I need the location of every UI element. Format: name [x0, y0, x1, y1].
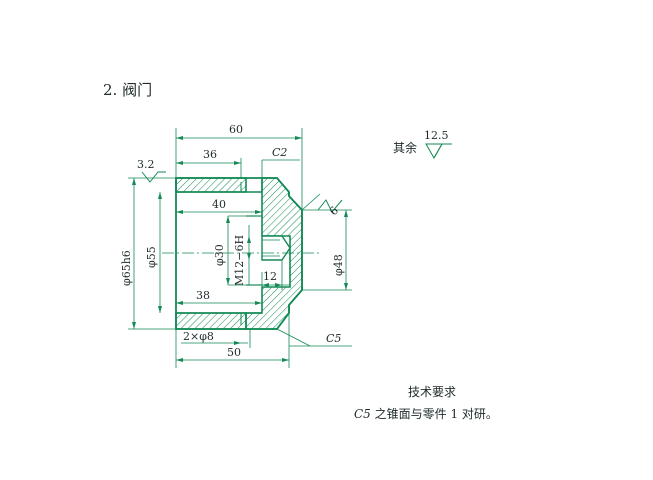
roughness-cone-value: 6 — [327, 204, 341, 218]
requirements-text-body: 之锥面与零件 1 对研。 — [371, 407, 498, 421]
dim-length-40: 40 — [212, 198, 226, 211]
dim-chamfer-c5: C5 — [326, 332, 341, 345]
outer-outline — [175, 177, 303, 330]
dim-bore-dia: φ55 — [145, 246, 158, 268]
hatch-bottom-wall — [175, 312, 247, 330]
requirements-text-italic: C5 — [354, 407, 371, 421]
roughness-other-label: 其余 — [393, 140, 417, 155]
roughness-bore-symbol — [141, 171, 166, 183]
valve-section — [162, 177, 320, 330]
requirements-title: 技术要求 — [408, 385, 456, 399]
dim-cone-dia: φ48 — [332, 254, 345, 276]
requirements-text: C5 之锥面与零件 1 对研。 — [354, 407, 498, 421]
dim-length-38: 38 — [196, 289, 210, 302]
dim-holes: 2×φ8 — [183, 330, 214, 343]
roughness-other-symbol — [425, 143, 443, 160]
dim-length-50: 50 — [227, 346, 241, 359]
dim-thread-depth: 12 — [263, 270, 277, 283]
roughness-cone-symbol — [317, 199, 343, 213]
dim-chamfer-c2: C2 — [272, 146, 287, 159]
dim-thread: M12−6H — [233, 235, 246, 286]
roughness-other-value: 12.5 — [424, 129, 449, 142]
dim-outer-dia: φ65h6 — [120, 250, 133, 286]
hatch-top-wall — [175, 177, 247, 193]
dim-hub-dia: φ30 — [213, 244, 226, 266]
roughness-symbols — [141, 143, 452, 213]
dimension-arrows — [132, 136, 348, 362]
dim-overall-length: 60 — [229, 123, 243, 136]
dim-length-36: 36 — [203, 148, 217, 161]
section-heading: 2. 阀门 — [103, 81, 152, 99]
roughness-bore-value: 3.2 — [137, 158, 155, 171]
